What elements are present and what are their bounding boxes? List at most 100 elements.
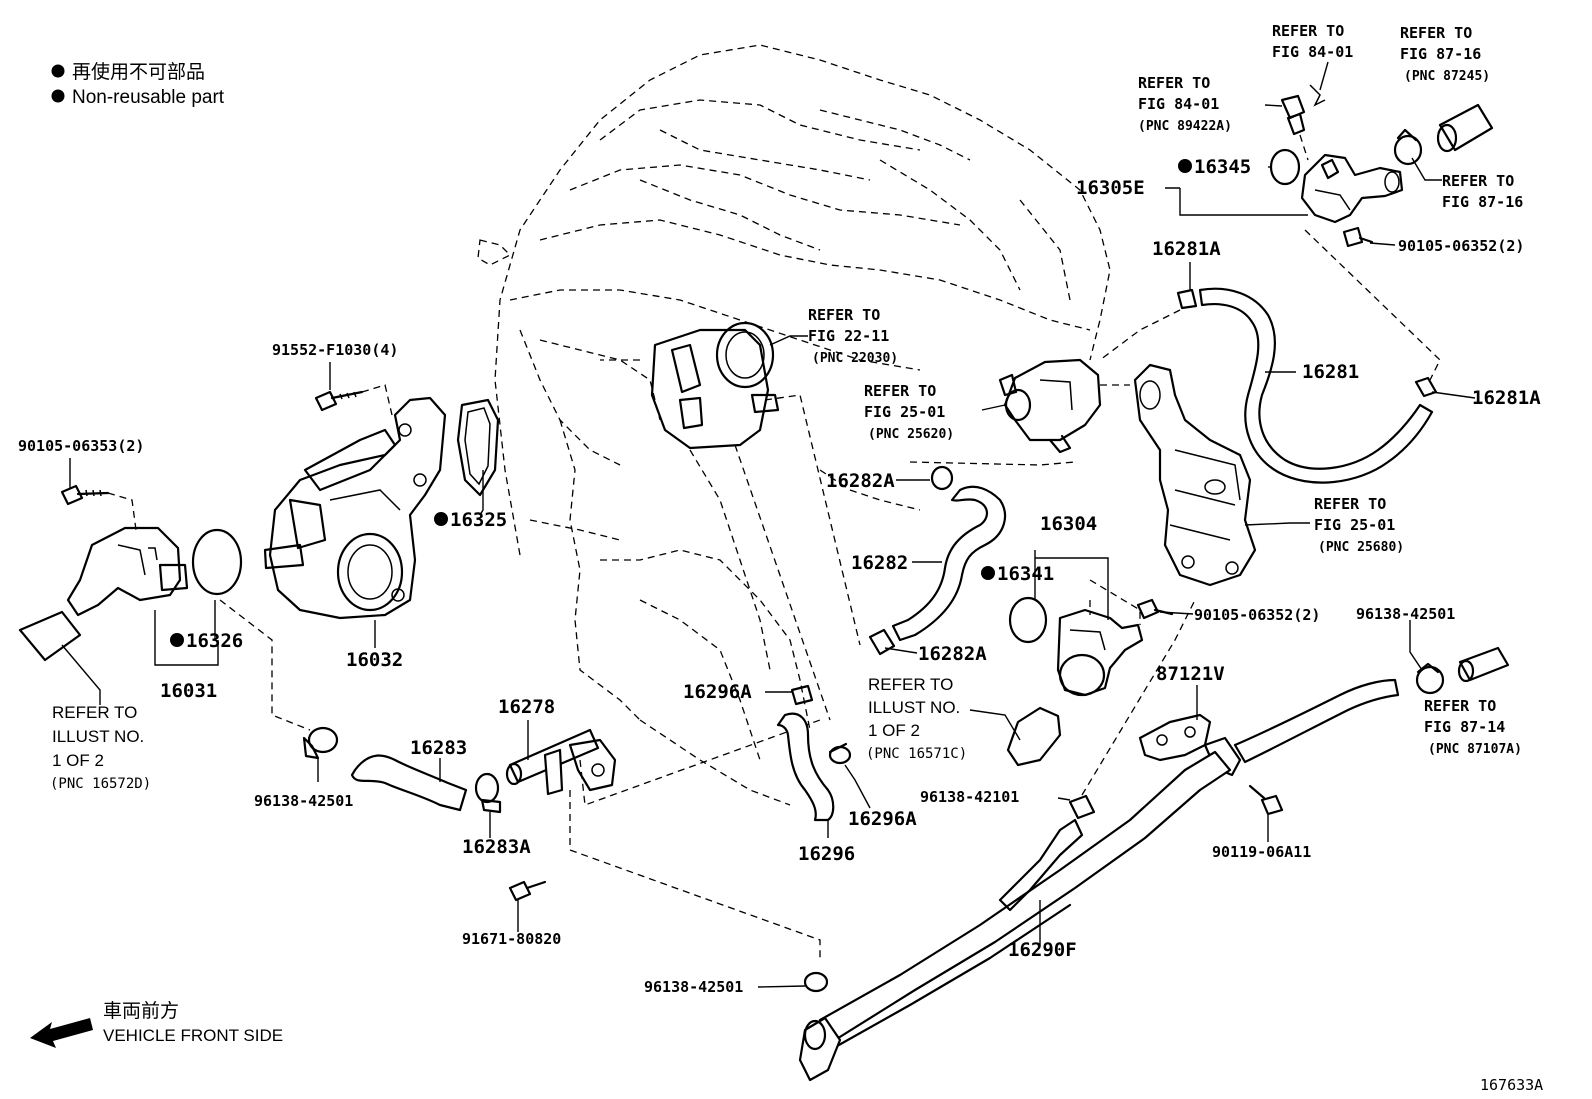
pipe-16278 [505,719,821,960]
svg-text:(PNC 89422A): (PNC 89422A) [1138,119,1232,134]
clamp-16282a-top [930,465,954,491]
svg-text:1 OF 2: 1 OF 2 [52,751,104,770]
svg-text:(PNC 16571C): (PNC 16571C) [866,746,967,762]
part-16278: 16278 [498,696,555,718]
clamp-16296a-bottom [828,742,852,765]
svg-text:ILLUST NO.: ILLUST NO. [52,727,144,746]
gasket-16325-inner [464,407,491,486]
legend-japanese: 再使用不可部品 [72,61,205,83]
svg-text:FIG 84-01: FIG 84-01 [1272,43,1353,61]
part-16290f: 16290F [1008,939,1077,961]
part-16296a-bottom: 16296A [848,808,917,830]
bolt-91671-80820 [508,880,547,902]
gasket-16326 [191,528,243,596]
refer-illust-16572d: REFER TO ILLUST NO. 1 OF 2 (PNC 16572D) [50,703,151,792]
svg-text:REFER TO: REFER TO [1272,22,1344,40]
part-16305e: 16305E [1076,177,1145,199]
svg-text:1 OF 2: 1 OF 2 [868,721,920,740]
svg-text:ILLUST NO.: ILLUST NO. [868,698,960,717]
non-reusable-bullet-icon [981,566,995,580]
part-90105-06352-mid: 90105-06352(2) [1194,606,1320,624]
bolt-91552 [314,384,393,416]
front-marker-japanese: 車両前方 [103,1000,179,1022]
non-reusable-bullet-icon [51,64,65,78]
part-16032: 16032 [346,649,403,671]
non-reusable-bullet-icon [434,512,448,526]
throttle-body [600,321,861,721]
part-16304: 16304 [1040,513,1097,535]
svg-text:REFER TO: REFER TO [52,703,137,722]
svg-text:REFER TO: REFER TO [1400,24,1472,42]
oring-16341 [1008,596,1048,644]
part-16296a-top: 16296A [683,681,752,703]
refer-fig-25-01-right: REFER TO FIG 25-01 (PNC 25680) [1314,495,1404,555]
part-16281: 16281 [1302,361,1359,383]
bolt-90105-06352-mid [1136,598,1174,620]
svg-text:REFER TO: REFER TO [1442,172,1514,190]
refer-fig-87-16-right: REFER TO FIG 87-16 [1442,172,1523,211]
part-96138-42501-bottom: 96138-42501 [644,978,743,996]
non-reusable-bullet-icon [1178,159,1192,173]
sensor-ref-89422a [1280,84,1326,136]
svg-text:(PNC 16572D): (PNC 16572D) [50,776,151,792]
hose-16282 [891,485,1007,642]
clamp-96138-42501-left [219,599,339,760]
part-16325: 16325 [450,509,507,531]
clamp-16283a [474,772,502,814]
oring-16345 [1269,148,1301,186]
water-outlet-16031 [66,526,189,617]
part-96138-42501-right: 96138-42501 [1356,605,1455,623]
clamp-16281a-top [1176,288,1198,310]
front-marker-english: VEHICLE FRONT SIDE [103,1026,283,1045]
svg-text:FIG 87-16: FIG 87-16 [1442,193,1523,211]
water-outlet-16305e [1300,153,1404,224]
legend-english: Non-reusable part [72,87,225,108]
hose-ref-16572d [18,610,82,662]
svg-text:FIG 87-14: FIG 87-14 [1424,718,1505,736]
hose-ref-87107a [1233,678,1400,764]
part-90105-06352-top: 90105-06352(2) [1398,237,1524,255]
part-16282: 16282 [851,552,908,574]
part-16281a-right: 16281A [1472,387,1541,409]
vehicle-front-arrow-icon [30,1018,93,1048]
part-16281a-top: 16281A [1152,238,1221,260]
part-96138-42101: 96138-42101 [920,788,1019,806]
part-16296: 16296 [798,843,855,865]
refer-fig-87-14: REFER TO FIG 87-14 (PNC 87107A) [1424,697,1522,757]
part-16282a-top: 16282A [826,470,895,492]
refer-fig-84-01-mid: REFER TO FIG 84-01 (PNC 89422A) [1138,74,1232,134]
svg-text:(PNC 22030): (PNC 22030) [812,351,898,366]
non-reusable-bullet-icon [51,89,65,103]
bolt-90105-06352-top [1342,226,1374,248]
clamp-96138-42501-bottom [803,971,829,993]
clamp-16282a-bottom [868,628,896,656]
part-90105-06353: 90105-06353(2) [18,437,144,455]
part-16345: 16345 [1194,156,1251,178]
part-16326: 16326 [186,630,243,652]
svg-text:FIG 22-11: FIG 22-11 [808,327,889,345]
engine-outline [477,44,1111,806]
svg-text:REFER TO: REFER TO [868,675,953,694]
water-inlet-housing-16032 [263,396,447,620]
svg-text:REFER TO: REFER TO [808,306,880,324]
egr-cooler-ref-25680 [1133,363,1257,587]
part-96138-42501-left: 96138-42501 [254,792,353,810]
hose-ref-16571c [1006,706,1062,767]
water-pump-ref-25620 [998,358,1130,454]
part-16283a: 16283A [462,836,531,858]
svg-text:FIG 25-01: FIG 25-01 [1314,516,1395,534]
part-16283: 16283 [410,737,467,759]
thermostat-housing-16304 [1056,579,1144,697]
part-91671-80820: 91671-80820 [462,930,561,948]
hose-16283 [350,754,468,812]
part-90119-06a11: 90119-06A11 [1212,843,1311,861]
leader-lines [69,61,1476,988]
svg-text:(PNC 87245): (PNC 87245) [1404,69,1490,84]
non-reusable-bullet-icon [170,633,184,647]
svg-text:FIG 25-01: FIG 25-01 [864,403,945,421]
svg-text:FIG 87-16: FIG 87-16 [1400,45,1481,63]
clamp-16281a-right [1414,376,1438,398]
svg-text:(PNC 25680): (PNC 25680) [1318,540,1404,555]
hose-16281 [1198,287,1434,484]
